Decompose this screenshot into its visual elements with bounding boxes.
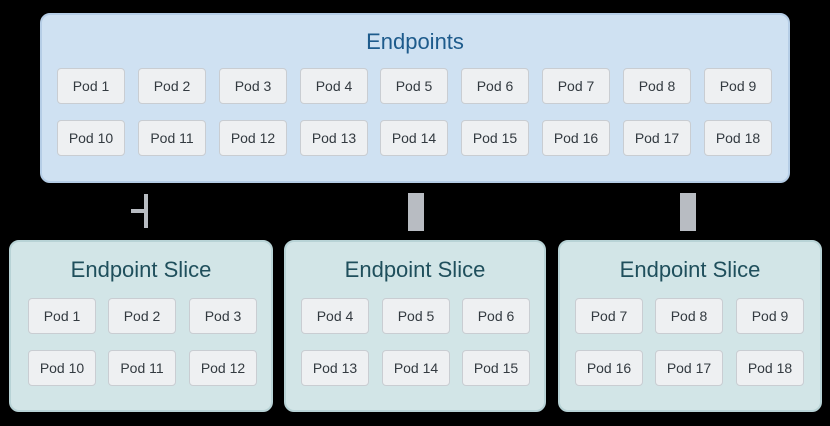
connector-line: [144, 194, 148, 228]
slice-pod: Pod 13: [301, 350, 369, 386]
endpoints-pod: Pod 8: [623, 68, 691, 104]
slice-pod: Pod 5: [382, 298, 450, 334]
endpoints-pod: Pod 2: [138, 68, 206, 104]
connector-line: [408, 193, 424, 231]
connector-line: [680, 193, 696, 231]
endpoints-pod: Pod 17: [623, 120, 691, 156]
endpoints-pod: Pod 10: [57, 120, 125, 156]
slice-pod: Pod 17: [655, 350, 723, 386]
endpoint-slice-panel: Endpoint Slice Pod 1 Pod 2 Pod 3 Pod 10 …: [9, 240, 273, 412]
endpoints-pod: Pod 18: [704, 120, 772, 156]
slice-pod: Pod 6: [462, 298, 530, 334]
slice-pod: Pod 9: [736, 298, 804, 334]
endpoints-title: Endpoints: [366, 29, 464, 54]
slice-pod: Pod 12: [189, 350, 257, 386]
slice-pod: Pod 2: [108, 298, 176, 334]
endpoints-pod: Pod 1: [57, 68, 125, 104]
slice-pod: Pod 4: [301, 298, 369, 334]
endpoint-slice-panel: Endpoint Slice Pod 7 Pod 8 Pod 9 Pod 16 …: [558, 240, 822, 412]
endpoints-pod: Pod 6: [461, 68, 529, 104]
endpoints-pod: Pod 13: [300, 120, 368, 156]
slice-pod: Pod 11: [108, 350, 176, 386]
endpoints-pod: Pod 12: [219, 120, 287, 156]
endpoint-slice-title: Endpoint Slice: [619, 257, 761, 282]
slice-pod: Pod 3: [189, 298, 257, 334]
slice-pod: Pod 16: [575, 350, 643, 386]
endpoints-pod: Pod 11: [138, 120, 206, 156]
connector-tick: [131, 209, 145, 213]
slice-pod: Pod 14: [382, 350, 450, 386]
endpoint-slice-title: Endpoint Slice: [70, 257, 212, 282]
slice-pod: Pod 1: [28, 298, 96, 334]
endpoints-pod: Pod 3: [219, 68, 287, 104]
endpoints-pod: Pod 16: [542, 120, 610, 156]
slice-pod: Pod 15: [462, 350, 530, 386]
endpoints-pod: Pod 9: [704, 68, 772, 104]
slice-pod: Pod 10: [28, 350, 96, 386]
slice-pod: Pod 7: [575, 298, 643, 334]
endpoints-pod: Pod 7: [542, 68, 610, 104]
endpoints-pod: Pod 4: [300, 68, 368, 104]
endpoints-pod: Pod 15: [461, 120, 529, 156]
endpoints-panel: Endpoints Pod 1 Pod 2 Pod 3 Pod 4 Pod 5 …: [40, 13, 790, 183]
endpoints-pod: Pod 5: [380, 68, 448, 104]
endpoint-slice-title: Endpoint Slice: [344, 257, 486, 282]
slice-pod: Pod 18: [736, 350, 804, 386]
slice-pod: Pod 8: [655, 298, 723, 334]
endpoint-slice-panel: Endpoint Slice Pod 4 Pod 5 Pod 6 Pod 13 …: [284, 240, 546, 412]
endpoints-pod: Pod 14: [380, 120, 448, 156]
